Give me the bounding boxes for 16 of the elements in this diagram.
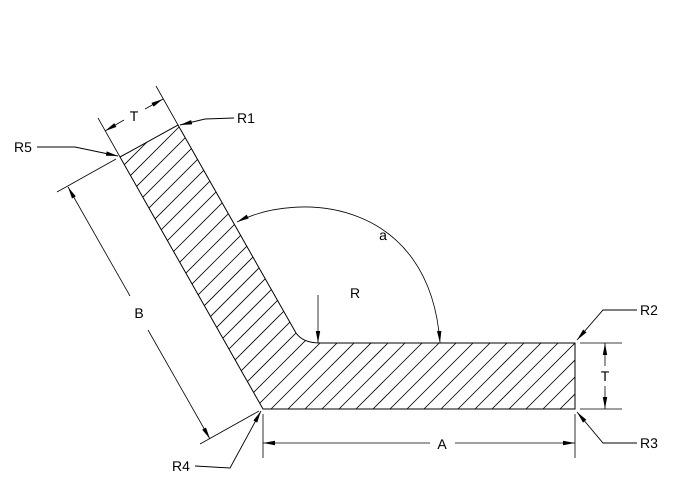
dimension-label: T [130,108,138,124]
leader-line [576,412,638,444]
dimension-label: T [600,368,610,384]
dimension-label: R [350,285,360,301]
leader-line [180,118,234,126]
callout-label: R2 [640,302,658,318]
leader-line [36,146,118,156]
dimension-label: B [134,305,144,321]
callout-label: R3 [640,435,658,451]
dimension-label: A [437,436,447,452]
dimension-label: a [379,227,387,243]
callout-label: R5 [14,139,32,155]
callout-label: R1 [237,110,255,126]
callout-label: R4 [172,458,190,474]
leader-line [194,410,262,468]
leader-line [576,310,638,340]
